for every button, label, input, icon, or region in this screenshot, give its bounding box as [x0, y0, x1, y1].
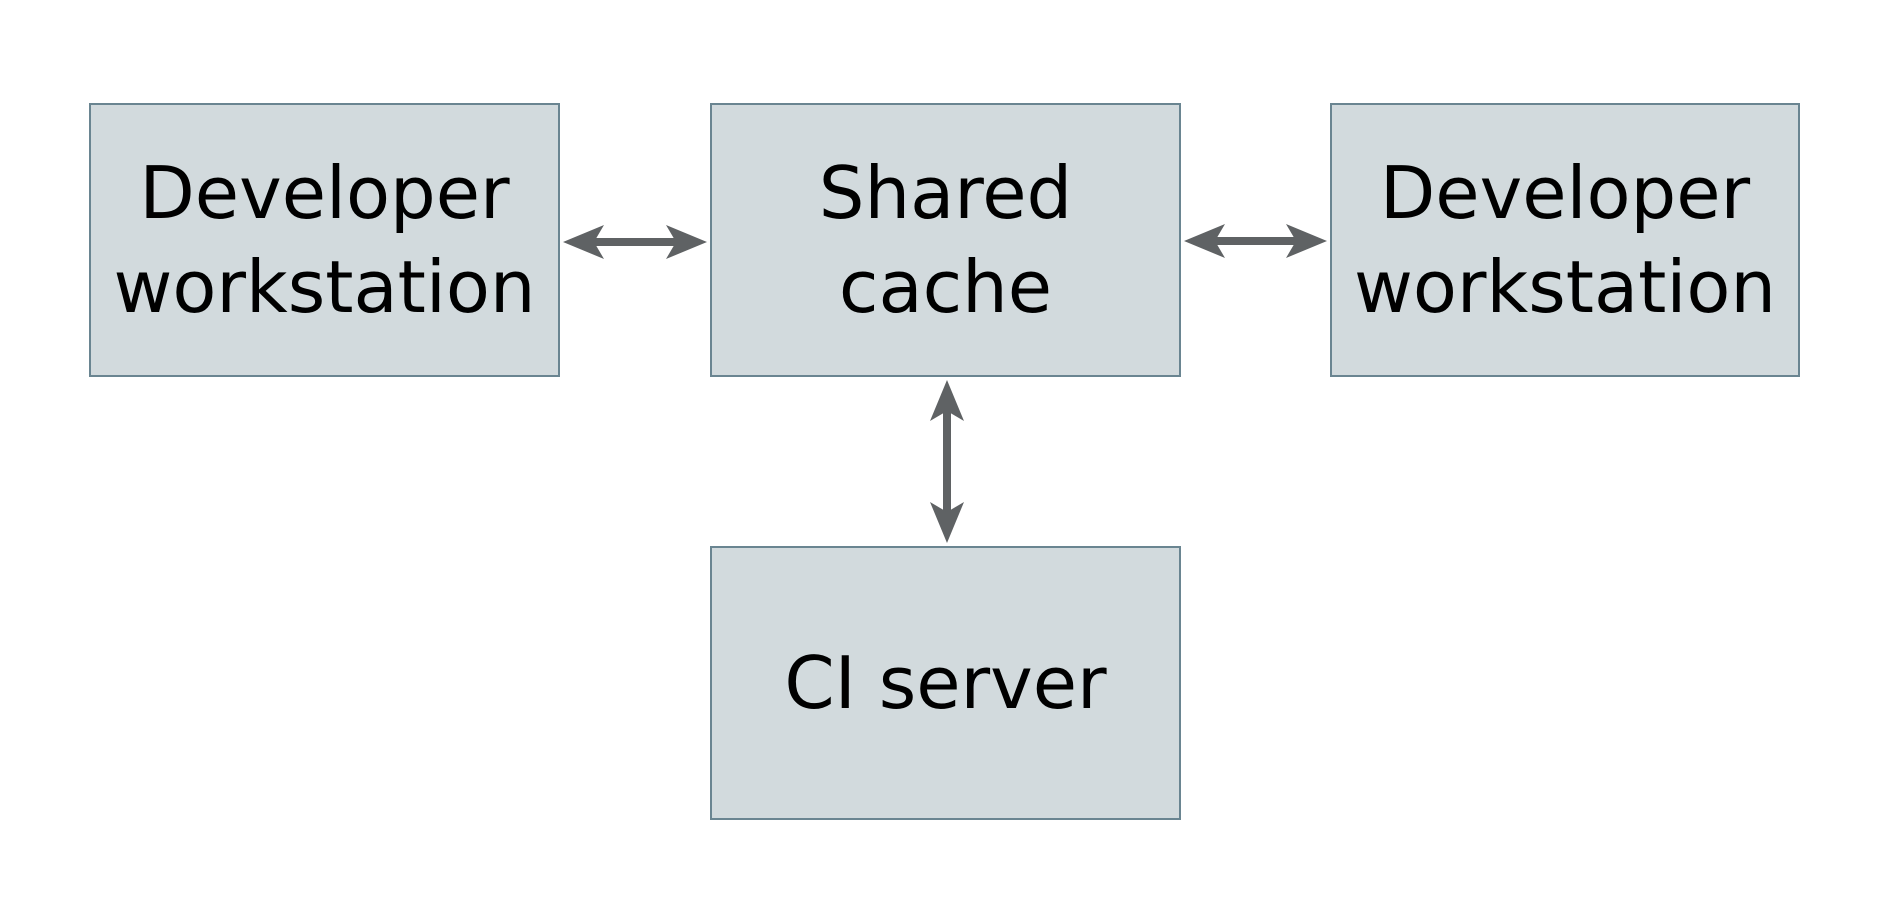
bidirectional-arrow-left-workstation-cache-icon — [563, 225, 707, 259]
node-developer-workstation-left: Developer workstation — [89, 103, 560, 377]
node-developer-workstation-right: Developer workstation — [1330, 103, 1800, 377]
bidirectional-arrow-cache-ci-server-icon — [930, 380, 964, 543]
node-shared-cache: Shared cache — [710, 103, 1181, 377]
node-label-line: Developer — [139, 151, 510, 235]
node-label-line: workstation — [1353, 245, 1776, 329]
node-label-line: cache — [838, 245, 1053, 329]
bidirectional-arrow-cache-right-workstation-icon — [1184, 224, 1327, 258]
node-label-line: CI server — [784, 641, 1107, 725]
node-label-line: Shared — [818, 151, 1073, 235]
node-label-line: Developer — [1379, 151, 1751, 235]
node-ci-server: CI server — [710, 546, 1181, 820]
node-label-line: workstation — [113, 245, 536, 329]
